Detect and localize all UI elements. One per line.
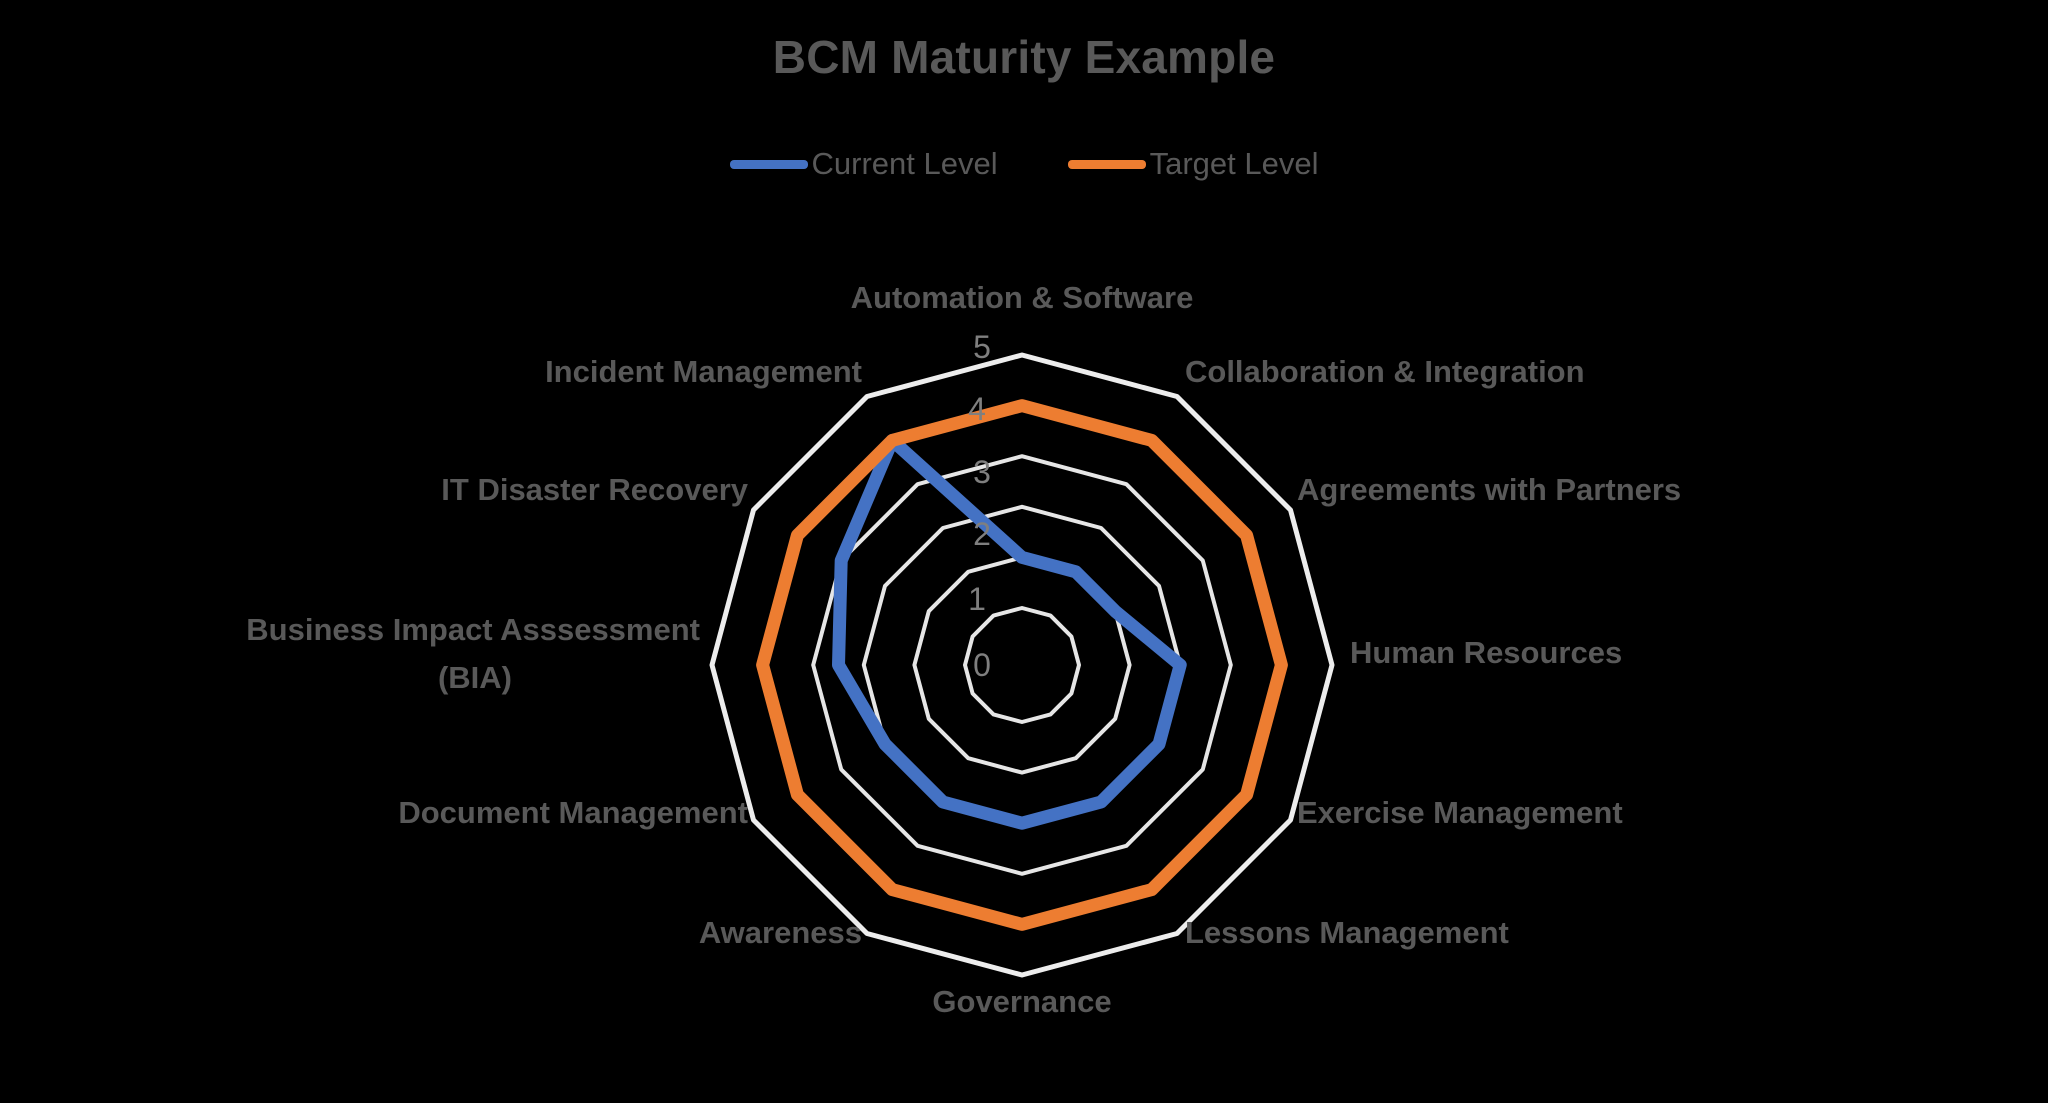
gridline-ring-3: [811, 454, 1233, 876]
category-label-it-disaster-recovery: IT Disaster Recovery: [441, 472, 748, 507]
category-label-exercise-management: Exercise Management: [1297, 795, 1623, 830]
legend-swatch-target-level: [1067, 159, 1146, 169]
radar-gridlines: [709, 352, 1335, 978]
radial-tick-5: 5: [973, 329, 991, 365]
category-label-human-resources: Human Resources: [1350, 635, 1622, 670]
radial-axis-ticks: 0 1 2 3 4 5: [968, 329, 991, 683]
category-label-agreements-with-partners: Agreements with Partners: [1297, 472, 1681, 507]
category-label-collaboration-integration: Collaboration & Integration: [1185, 354, 1585, 389]
chart-legend: Current Level Target Level: [0, 146, 2048, 182]
page-title: BCM Maturity Example: [772, 31, 1276, 83]
legend-label-current-level: Current Level: [811, 146, 998, 181]
gridline-ring-5: [709, 352, 1335, 978]
category-label-awareness: Awareness: [699, 915, 862, 950]
radial-tick-1: 1: [968, 581, 986, 617]
radial-tick-4: 4: [968, 391, 986, 427]
legend-swatch-current-level: [729, 159, 808, 169]
category-label-governance: Governance: [932, 984, 1111, 1019]
series-line-target-level[interactable]: [756, 399, 1288, 931]
radar-series: [756, 399, 1288, 931]
category-label-bia: (BIA): [438, 660, 512, 695]
legend-item-target-level[interactable]: Target Level: [1067, 146, 1319, 182]
category-label-incident-management: Incident Management: [545, 354, 862, 389]
category-label-lessons-management: Lessons Management: [1185, 915, 1509, 950]
radial-tick-0: 0: [973, 647, 991, 683]
category-label-document-management: Document Management: [398, 795, 748, 830]
radial-tick-2: 2: [973, 516, 991, 552]
radial-tick-3: 3: [973, 454, 991, 490]
gridline-ring-0: [963, 606, 1081, 724]
legend-item-current-level[interactable]: Current Level: [729, 146, 998, 182]
series-line-current-level[interactable]: [832, 433, 1187, 830]
category-label-business-impact-asssessment: Business Impact Asssessment: [246, 612, 700, 647]
category-label-automation-software: Automation & Software: [851, 280, 1194, 315]
legend-label-target-level: Target Level: [1149, 146, 1319, 181]
